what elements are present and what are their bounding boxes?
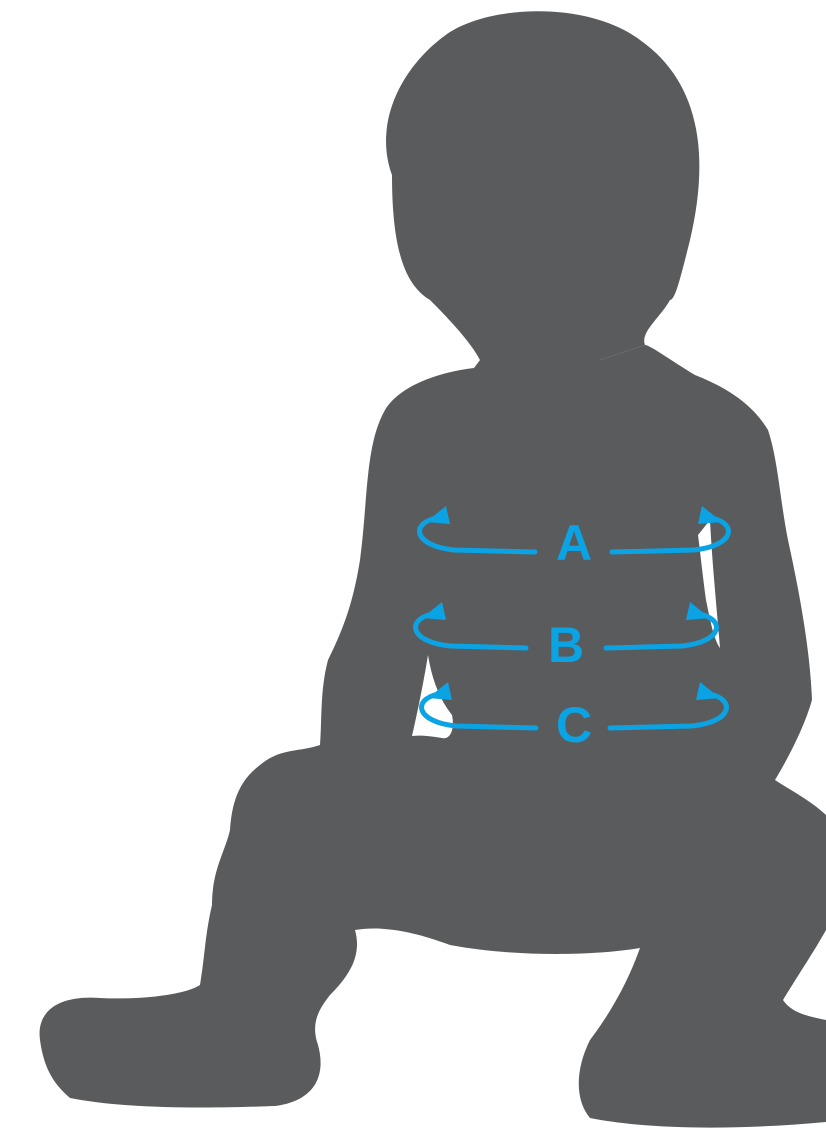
child-silhouette (40, 11, 826, 1127)
head-shape (386, 11, 699, 360)
measurement-label: B (548, 617, 584, 673)
measurement-label: C (556, 697, 592, 753)
measurement-label: A (556, 515, 592, 571)
